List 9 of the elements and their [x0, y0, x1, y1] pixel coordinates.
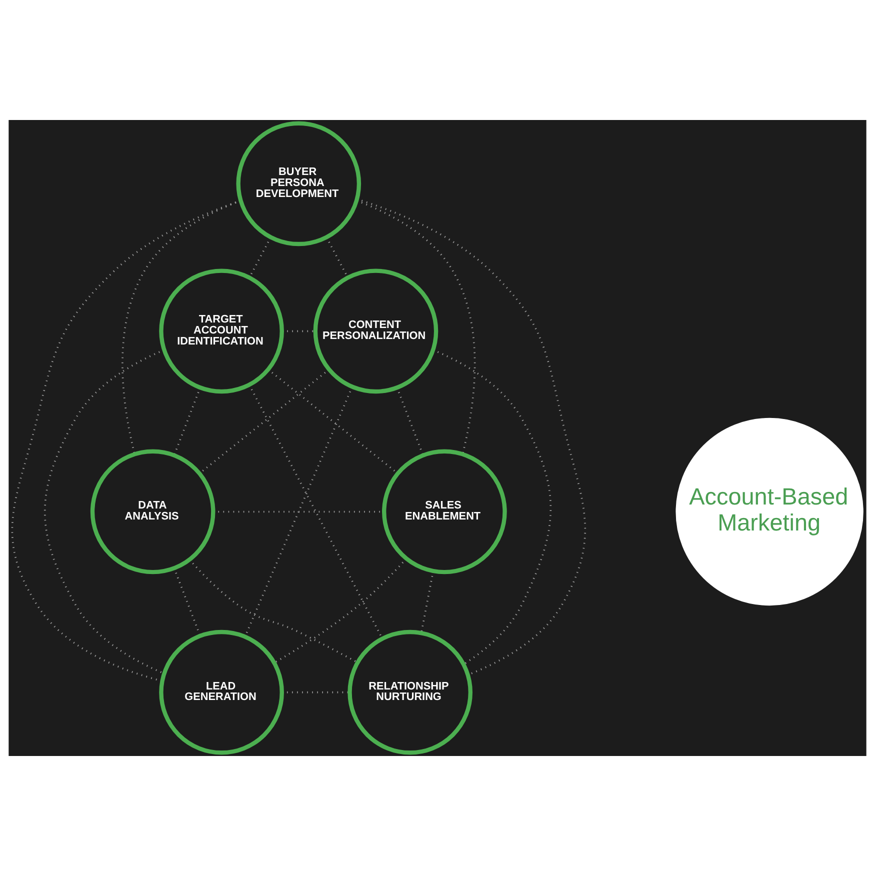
node-circle: Account-Based Marketing [676, 417, 864, 606]
node-circle: RELATIONSHIP NURTURING [348, 629, 473, 754]
connector [44, 348, 164, 674]
node-circle: BUYER PERSONA DEVELOPMENT [236, 120, 362, 246]
node-circle: SALES ENABLEMENT [382, 448, 507, 574]
node-circle: DATA ANALYSIS [90, 448, 216, 574]
node-circle: LEAD GENERATION [159, 629, 284, 754]
node-circle: CONTENT PERSONALIZATION [313, 268, 438, 394]
node-circle: TARGET ACCOUNT IDENTIFICATION [159, 268, 284, 394]
